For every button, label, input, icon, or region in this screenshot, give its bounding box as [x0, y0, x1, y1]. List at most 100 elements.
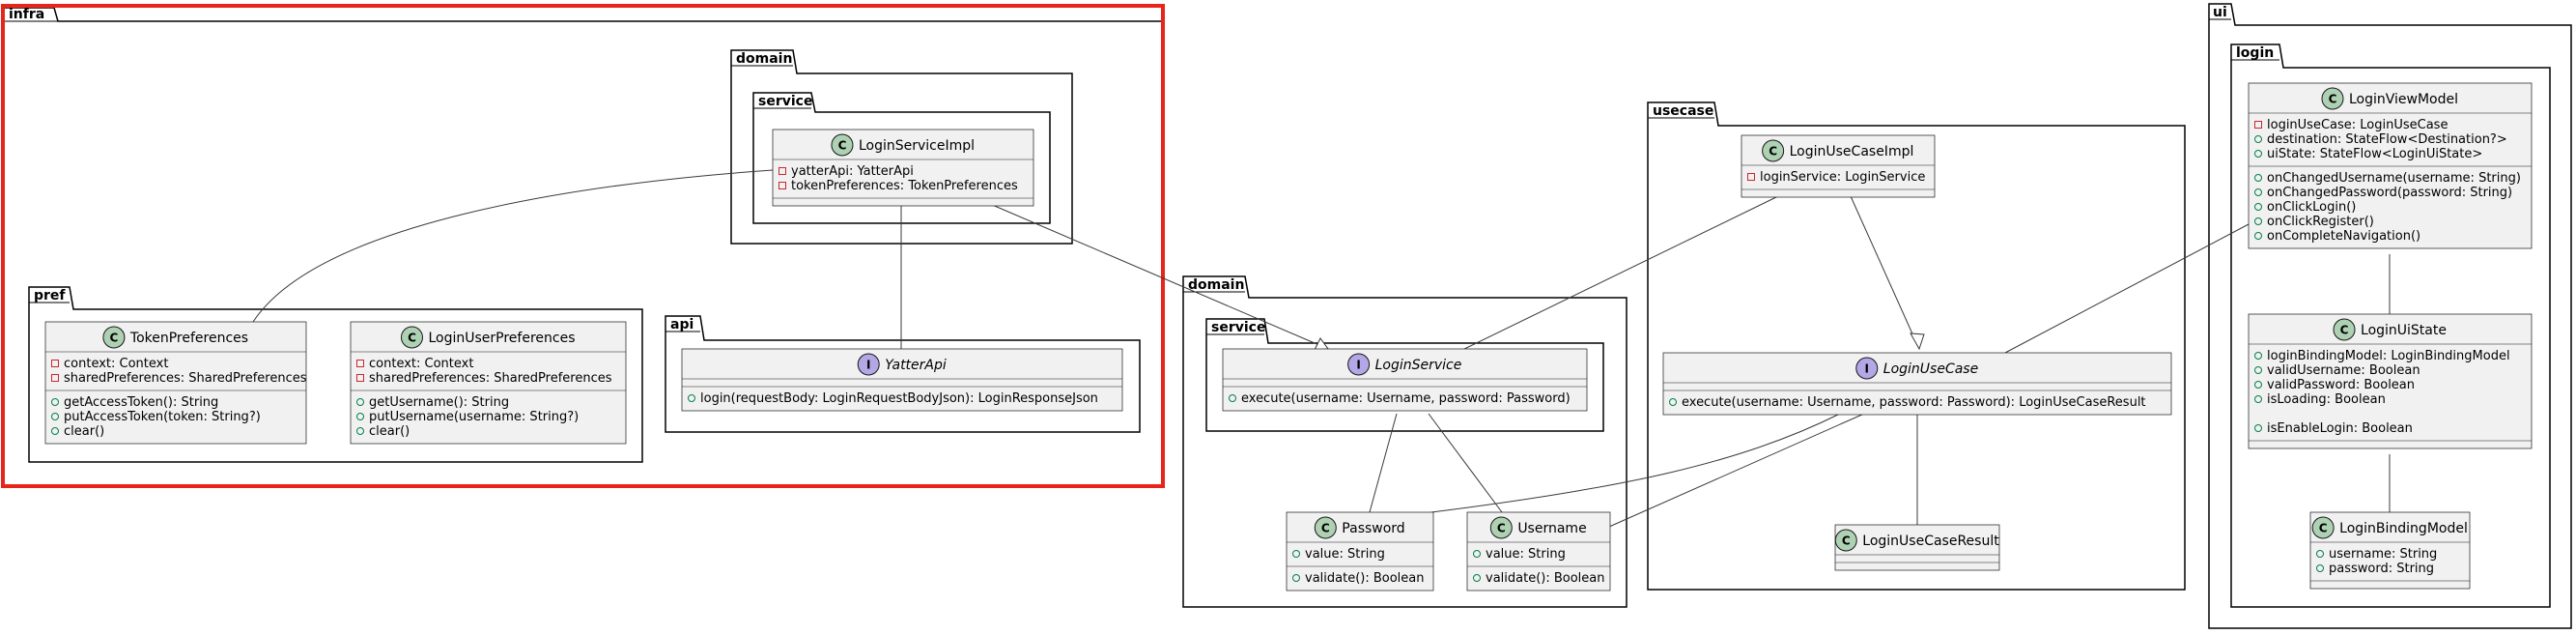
class-login-user-preferences-method: getUsername(): String	[369, 395, 509, 410]
class-token-preferences-method: putAccessToken(token: String?)	[64, 410, 261, 424]
package-domain-label: domain	[1188, 277, 1244, 293]
package-ui-login-label: login	[2236, 45, 2274, 61]
spot-letter: C	[1842, 534, 1851, 548]
class-token-preferences-box	[44, 321, 307, 445]
class-login-user-preferences-field: sharedPreferences: SharedPreferences	[369, 371, 612, 386]
method-public-marker	[51, 398, 59, 406]
method-public-marker	[356, 413, 364, 420]
package-infra-domain: domain	[730, 49, 1073, 245]
relation-loginserviceimpl-loginservice	[982, 200, 1329, 350]
method-public-marker	[51, 413, 59, 420]
package-ui: ui	[2208, 3, 2572, 629]
interface-spot-icon	[857, 353, 880, 376]
method-public-marker	[2254, 217, 2262, 225]
class-login-use-case-method: execute(username: Username, password: Pa…	[1682, 395, 2146, 410]
field-public-marker	[2254, 381, 2262, 389]
package-api: api	[665, 315, 1141, 433]
package-pref-label: pref	[34, 288, 66, 303]
package-domain-service-label: service	[1211, 320, 1265, 335]
method-public-marker	[356, 398, 364, 406]
class-login-ui-state-field: validPassword: Boolean	[2267, 378, 2415, 392]
method-public-marker	[1473, 574, 1481, 582]
class-username-field: value: String	[1486, 547, 1566, 562]
class-spot-icon	[831, 133, 854, 157]
class-login-ui-state-box	[2248, 313, 2533, 449]
field-public-marker	[2254, 150, 2262, 158]
class-login-service-impl-name: LoginServiceImpl	[859, 138, 975, 154]
relations	[252, 169, 2391, 528]
class-login-user-preferences-box	[350, 321, 627, 445]
package-domain-service: service	[1205, 318, 1604, 432]
arrowhead-loginusecase	[1910, 332, 1925, 351]
package-infra-domain-service: service	[752, 92, 1051, 224]
spot-letter: C	[408, 332, 416, 345]
spot-letter: I	[1356, 359, 1360, 372]
class-login-use-case-box	[1662, 352, 2172, 416]
highlight-box	[1, 4, 1165, 488]
method-public-marker	[356, 427, 364, 435]
field-public-marker	[2254, 424, 2262, 432]
class-token-preferences-field: sharedPreferences: SharedPreferences	[64, 371, 307, 386]
relation-loginusecaseimpl-loginservice	[1458, 195, 1779, 353]
class-spot-icon	[2311, 516, 2335, 539]
spot-letter: I	[866, 359, 870, 372]
spot-letter: C	[838, 139, 847, 153]
class-login-use-case-result-name: LoginUseCaseResult	[1862, 534, 1999, 549]
class-login-view-model-field: uiState: StateFlow<LoginUiState>	[2267, 147, 2482, 161]
class-login-use-case-result: LoginUseCaseResult C	[1834, 524, 2000, 571]
class-login-binding-model-field: password: String	[2329, 562, 2434, 576]
class-login-user-preferences-field: context: Context	[369, 357, 473, 371]
class-spot-icon	[1762, 139, 1785, 162]
method-public-marker	[688, 394, 695, 402]
field-private-marker	[356, 360, 364, 367]
relation-loginusecaseimpl-loginusecase	[1850, 195, 1920, 350]
class-yatter-api-name: YatterApi	[885, 358, 947, 373]
class-login-view-model-method: onChangedUsername(username: String)	[2267, 171, 2521, 186]
class-login-view-model-method: onClickLogin()	[2267, 200, 2356, 215]
package-infra-label: infra	[9, 7, 44, 22]
field-private-marker	[778, 182, 786, 189]
class-login-service-box	[1222, 348, 1588, 412]
class-login-view-model-field: destination: StateFlow<Destination?>	[2267, 132, 2507, 147]
package-api-label: api	[670, 317, 694, 332]
class-spot-icon	[1489, 516, 1513, 539]
class-login-user-preferences-method: clear()	[369, 424, 410, 439]
class-spot-icon	[102, 326, 126, 349]
method-public-marker	[1669, 398, 1677, 406]
package-infra-domain-service-label: service	[758, 94, 812, 109]
field-public-marker	[2316, 550, 2324, 558]
class-login-service-impl-field: tokenPreferences: TokenPreferences	[791, 179, 1018, 193]
package-usecase-label: usecase	[1653, 103, 1713, 119]
class-login-service-impl-field: yatterApi: YatterApi	[791, 164, 914, 179]
class-login-binding-model-name: LoginBindingModel	[2339, 521, 2468, 536]
spot-letter: C	[1497, 522, 1506, 535]
class-yatter-api-box	[681, 348, 1123, 412]
class-login-binding-model-field: username: String	[2329, 547, 2437, 562]
class-login-use-case-impl-name: LoginUseCaseImpl	[1790, 144, 1914, 159]
field-public-marker	[2254, 366, 2262, 374]
class-login-ui-state-name: LoginUiState	[2361, 323, 2447, 338]
package-ui-login: login	[2230, 43, 2551, 608]
class-password-name: Password	[1342, 521, 1404, 536]
field-private-marker	[2254, 121, 2262, 129]
field-public-marker	[2254, 352, 2262, 360]
class-password-field: value: String	[1305, 547, 1385, 562]
spot-letter: C	[1769, 145, 1777, 159]
package-domain: domain	[1182, 275, 1628, 608]
class-password-method: validate(): Boolean	[1305, 571, 1425, 586]
class-login-view-model-field: loginUseCase: LoginUseCase	[2267, 118, 2448, 132]
method-public-marker	[2254, 188, 2262, 196]
class-login-view-model-name: LoginViewModel	[2349, 92, 2458, 107]
